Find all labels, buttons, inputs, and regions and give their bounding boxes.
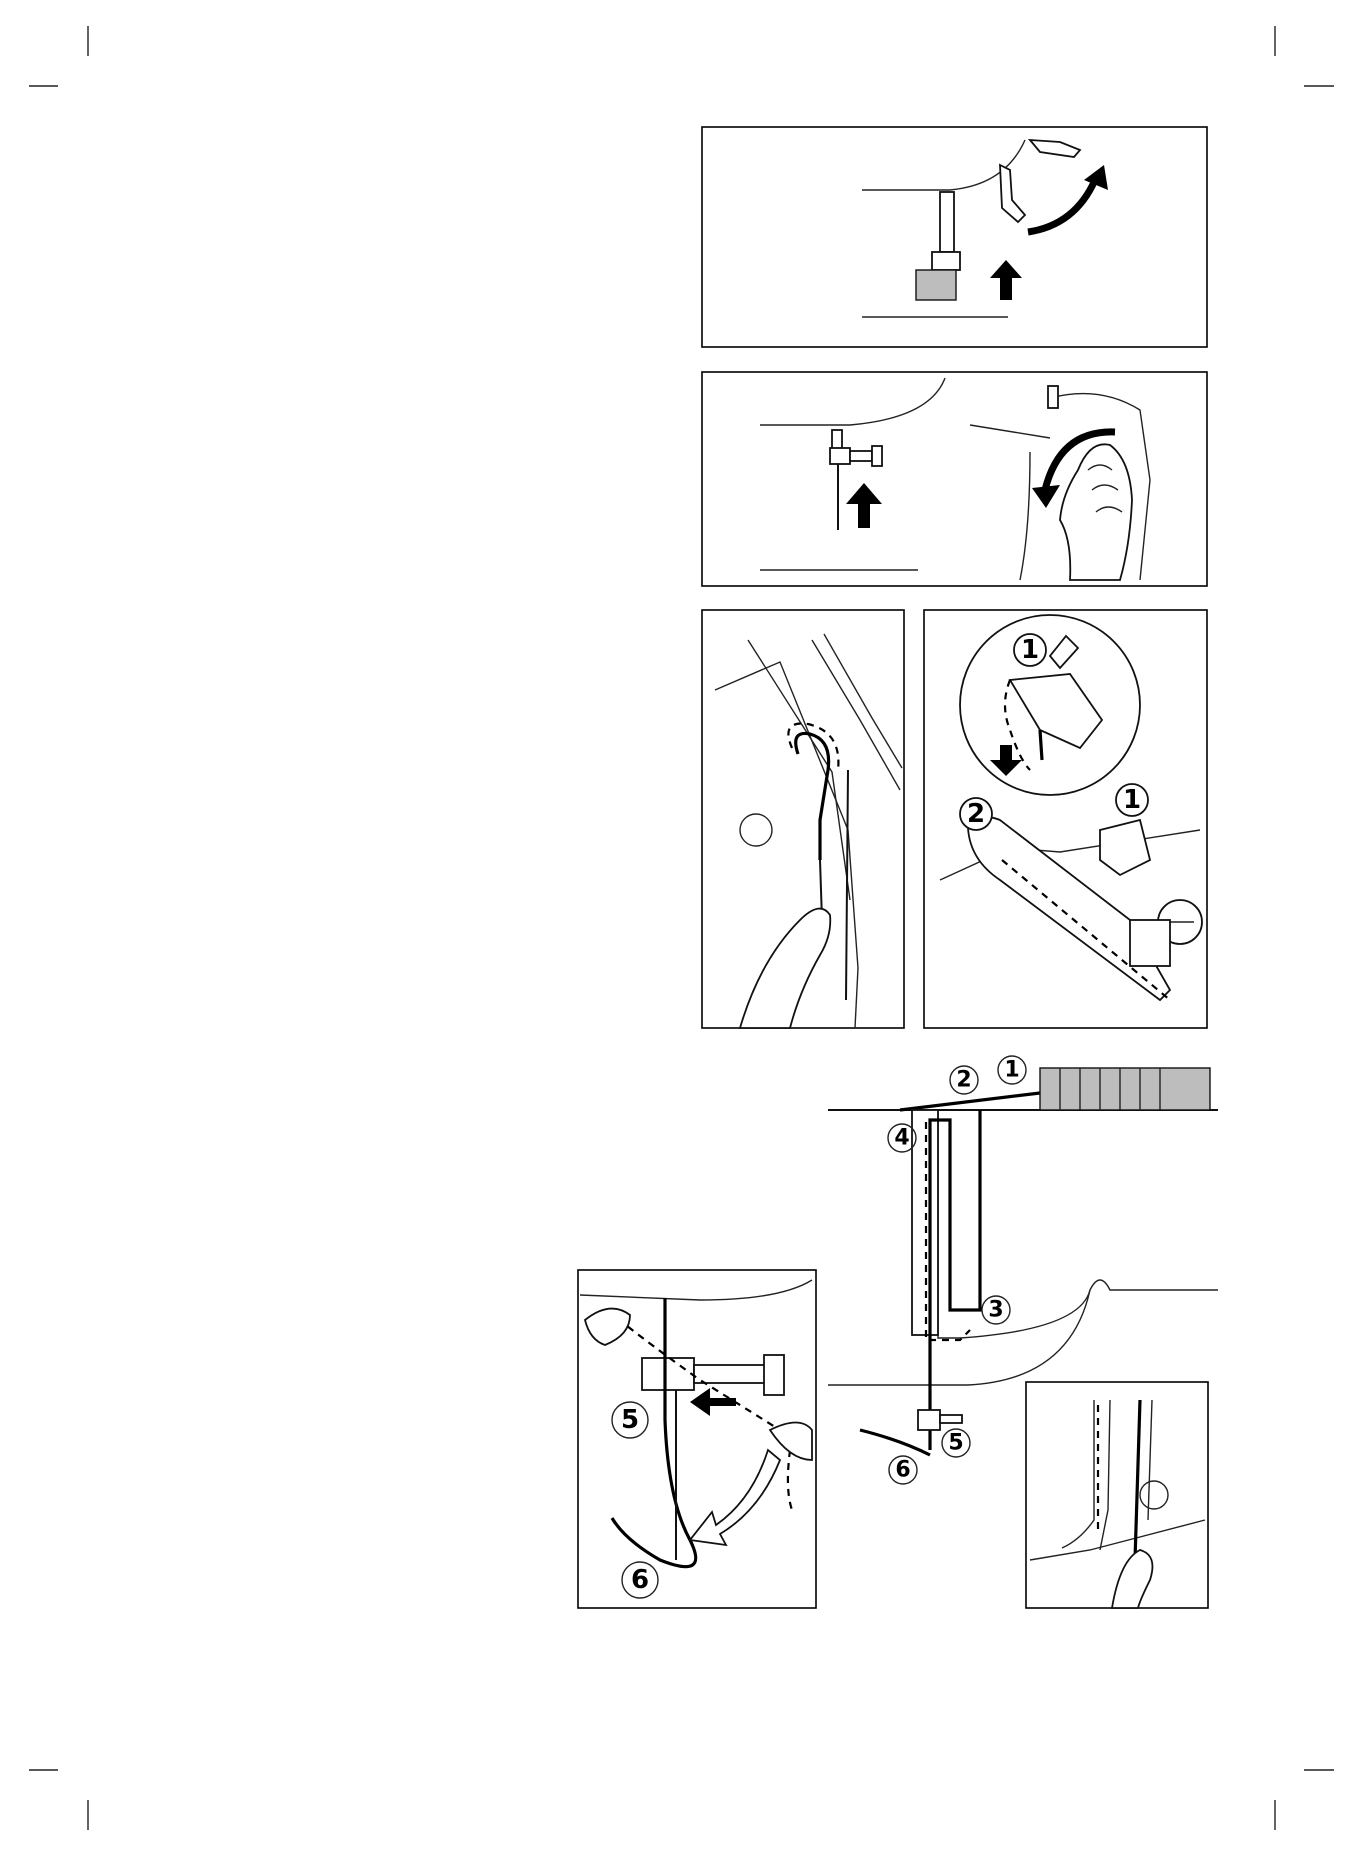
panel-raise-presser-foot — [702, 127, 1207, 347]
curved-arrow-icon — [690, 1450, 780, 1545]
step-label-1: 1 — [1021, 635, 1039, 665]
step-label-2: 2 — [967, 799, 985, 829]
panel-take-up-detail — [1026, 1382, 1208, 1608]
up-arrow-icon — [846, 483, 882, 528]
step-label-6: 6 — [895, 1458, 910, 1483]
step-label-1b: 1 — [1123, 785, 1141, 815]
panel-thread-guide — [702, 610, 904, 1028]
up-arrow-icon — [990, 260, 1022, 300]
step-label-1: 1 — [1004, 1058, 1019, 1083]
push-arrow-icon — [690, 1388, 736, 1416]
panel-raise-needle — [702, 372, 1207, 586]
panel-threading-path: 2 1 4 3 5 6 — [828, 1056, 1218, 1484]
step-label-5: 5 — [621, 1405, 639, 1435]
step-label-3: 3 — [988, 1298, 1003, 1323]
curved-arrow-icon — [1028, 180, 1095, 232]
step-label-2: 2 — [956, 1068, 971, 1093]
panel-needle-threading: 5 6 — [578, 1270, 816, 1608]
step-label-5: 5 — [948, 1431, 963, 1456]
step-label-6: 6 — [631, 1565, 649, 1595]
step-label-4: 4 — [894, 1126, 909, 1151]
panel-thread-tension: 1 2 1 — [924, 610, 1207, 1028]
